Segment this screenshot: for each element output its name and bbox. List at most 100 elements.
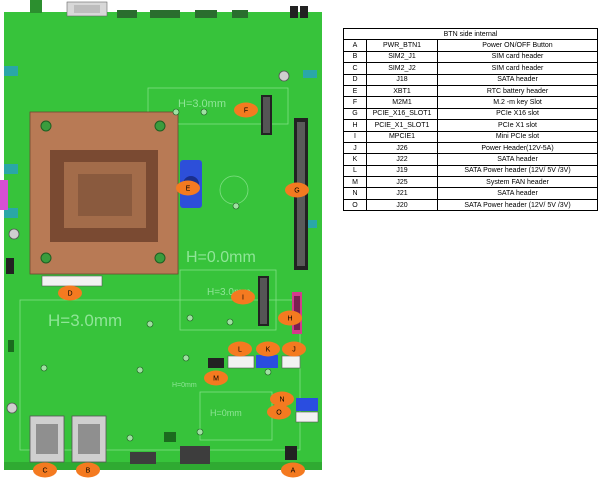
legend-desc: Power ON/OFF Button <box>437 39 598 52</box>
legend-desc: SATA header <box>437 187 598 200</box>
legend-key: D <box>343 73 367 86</box>
legend-ref: J20 <box>366 198 438 212</box>
sata-header-d <box>41 275 103 287</box>
marker-a: A <box>281 462 305 478</box>
marker-label: O <box>276 410 282 417</box>
height-label-2: H=0.0mm <box>186 249 256 266</box>
legend-ref: PWR_BTN1 <box>366 39 438 52</box>
marker-label: D <box>67 291 72 298</box>
legend-ref: J21 <box>366 187 438 200</box>
marker-label: N <box>279 397 284 404</box>
height-label-5: H=0mm <box>172 382 197 389</box>
marker-label: A <box>291 468 296 475</box>
legend-desc: PCIe X1 slot <box>437 119 598 132</box>
marker-j: J <box>282 341 306 357</box>
pcb-bottom-edge <box>4 462 322 470</box>
marker-f: F <box>234 102 258 118</box>
legend-ref: MPCIE1 <box>366 130 438 143</box>
small-components <box>40 108 272 442</box>
legend-ref: J26 <box>366 141 438 155</box>
marker-b: B <box>76 462 100 478</box>
callout-markers: A B C D E F G H I J K L M NO <box>33 102 309 478</box>
legend-ref: PCIE_X1_SLOT1 <box>366 119 438 132</box>
legend-desc: System FAN header <box>437 176 598 189</box>
marker-label: E <box>186 186 191 193</box>
legend-key: A <box>343 39 367 52</box>
marker-label: I <box>242 295 244 302</box>
marker-m: M <box>204 370 228 386</box>
left-edge-parts <box>0 66 317 352</box>
mounting-holes <box>6 70 290 414</box>
legend-desc: SATA Power header (12V/ 5V /3V) <box>437 164 598 178</box>
legend-ref: SIM2_J2 <box>366 62 438 75</box>
power-button <box>285 446 297 460</box>
legend-key: E <box>343 84 367 98</box>
marker-e: E <box>176 180 200 196</box>
headers-jkl <box>227 355 301 369</box>
marker-label: J <box>292 347 296 354</box>
height-label-3: H=3.0mm <box>48 311 122 330</box>
legend-desc: SIM card header <box>437 50 598 64</box>
marker-l: L <box>228 341 252 357</box>
marker-h: H <box>278 310 302 326</box>
legend-desc: M.2 -m key Slot <box>437 96 598 109</box>
sim-card-holders <box>29 415 107 463</box>
cpu-mount-holes <box>40 120 166 264</box>
legend-key: O <box>343 198 367 212</box>
legend-key: L <box>343 164 367 178</box>
legend-key: K <box>343 153 367 166</box>
legend-ref: J22 <box>366 153 438 166</box>
marker-label: C <box>42 468 47 475</box>
legend-ref: SIM2_J1 <box>366 50 438 64</box>
marker-label: L <box>238 347 242 354</box>
marker-c: C <box>33 462 57 478</box>
legend-desc: SATA header <box>437 73 598 86</box>
marker-label: G <box>294 188 299 195</box>
height-label-4: H=3.0mm <box>207 287 251 298</box>
legend-key: M <box>343 176 367 189</box>
legend-desc: Mini PCIe slot <box>437 130 598 143</box>
legend-key: B <box>343 50 367 64</box>
marker-o: O <box>267 404 291 420</box>
legend-desc: SATA Power header (12V/ 5V /3V) <box>437 198 598 212</box>
legend-desc: RTC battery header <box>437 84 598 98</box>
legend-ref: J25 <box>366 176 438 189</box>
marker-label: H <box>287 316 292 323</box>
marker-k: K <box>256 341 280 357</box>
legend-key: C <box>343 62 367 75</box>
legend-desc: SIM card header <box>437 62 598 75</box>
marker-label: M <box>213 376 219 383</box>
height-label-1: H=3.0mm <box>178 98 226 110</box>
marker-g: G <box>285 182 309 198</box>
legend-key: J <box>343 141 367 155</box>
legend-desc: Power Header(12V-5A) <box>437 141 598 155</box>
height-label-6: H=0mm <box>210 408 242 418</box>
motherboard-diagram: H=3.0mm H=0.0mm H=3.0mm H=3.0mm H=0mm H=… <box>0 0 322 478</box>
legend-ref: M2M1 <box>366 96 438 109</box>
legend-ref: PCIE_X16_SLOT1 <box>366 107 438 121</box>
marker-i: I <box>231 289 255 305</box>
marker-label: F <box>244 108 248 115</box>
legend-key: G <box>343 107 367 121</box>
legend-ref: J19 <box>366 164 438 178</box>
bottom-connectors <box>130 432 210 464</box>
legend-desc: PCIe X16 slot <box>437 107 598 121</box>
legend-title: BTN side internal <box>343 27 598 41</box>
legend-ref: J18 <box>366 73 438 86</box>
fan-header <box>208 358 224 368</box>
